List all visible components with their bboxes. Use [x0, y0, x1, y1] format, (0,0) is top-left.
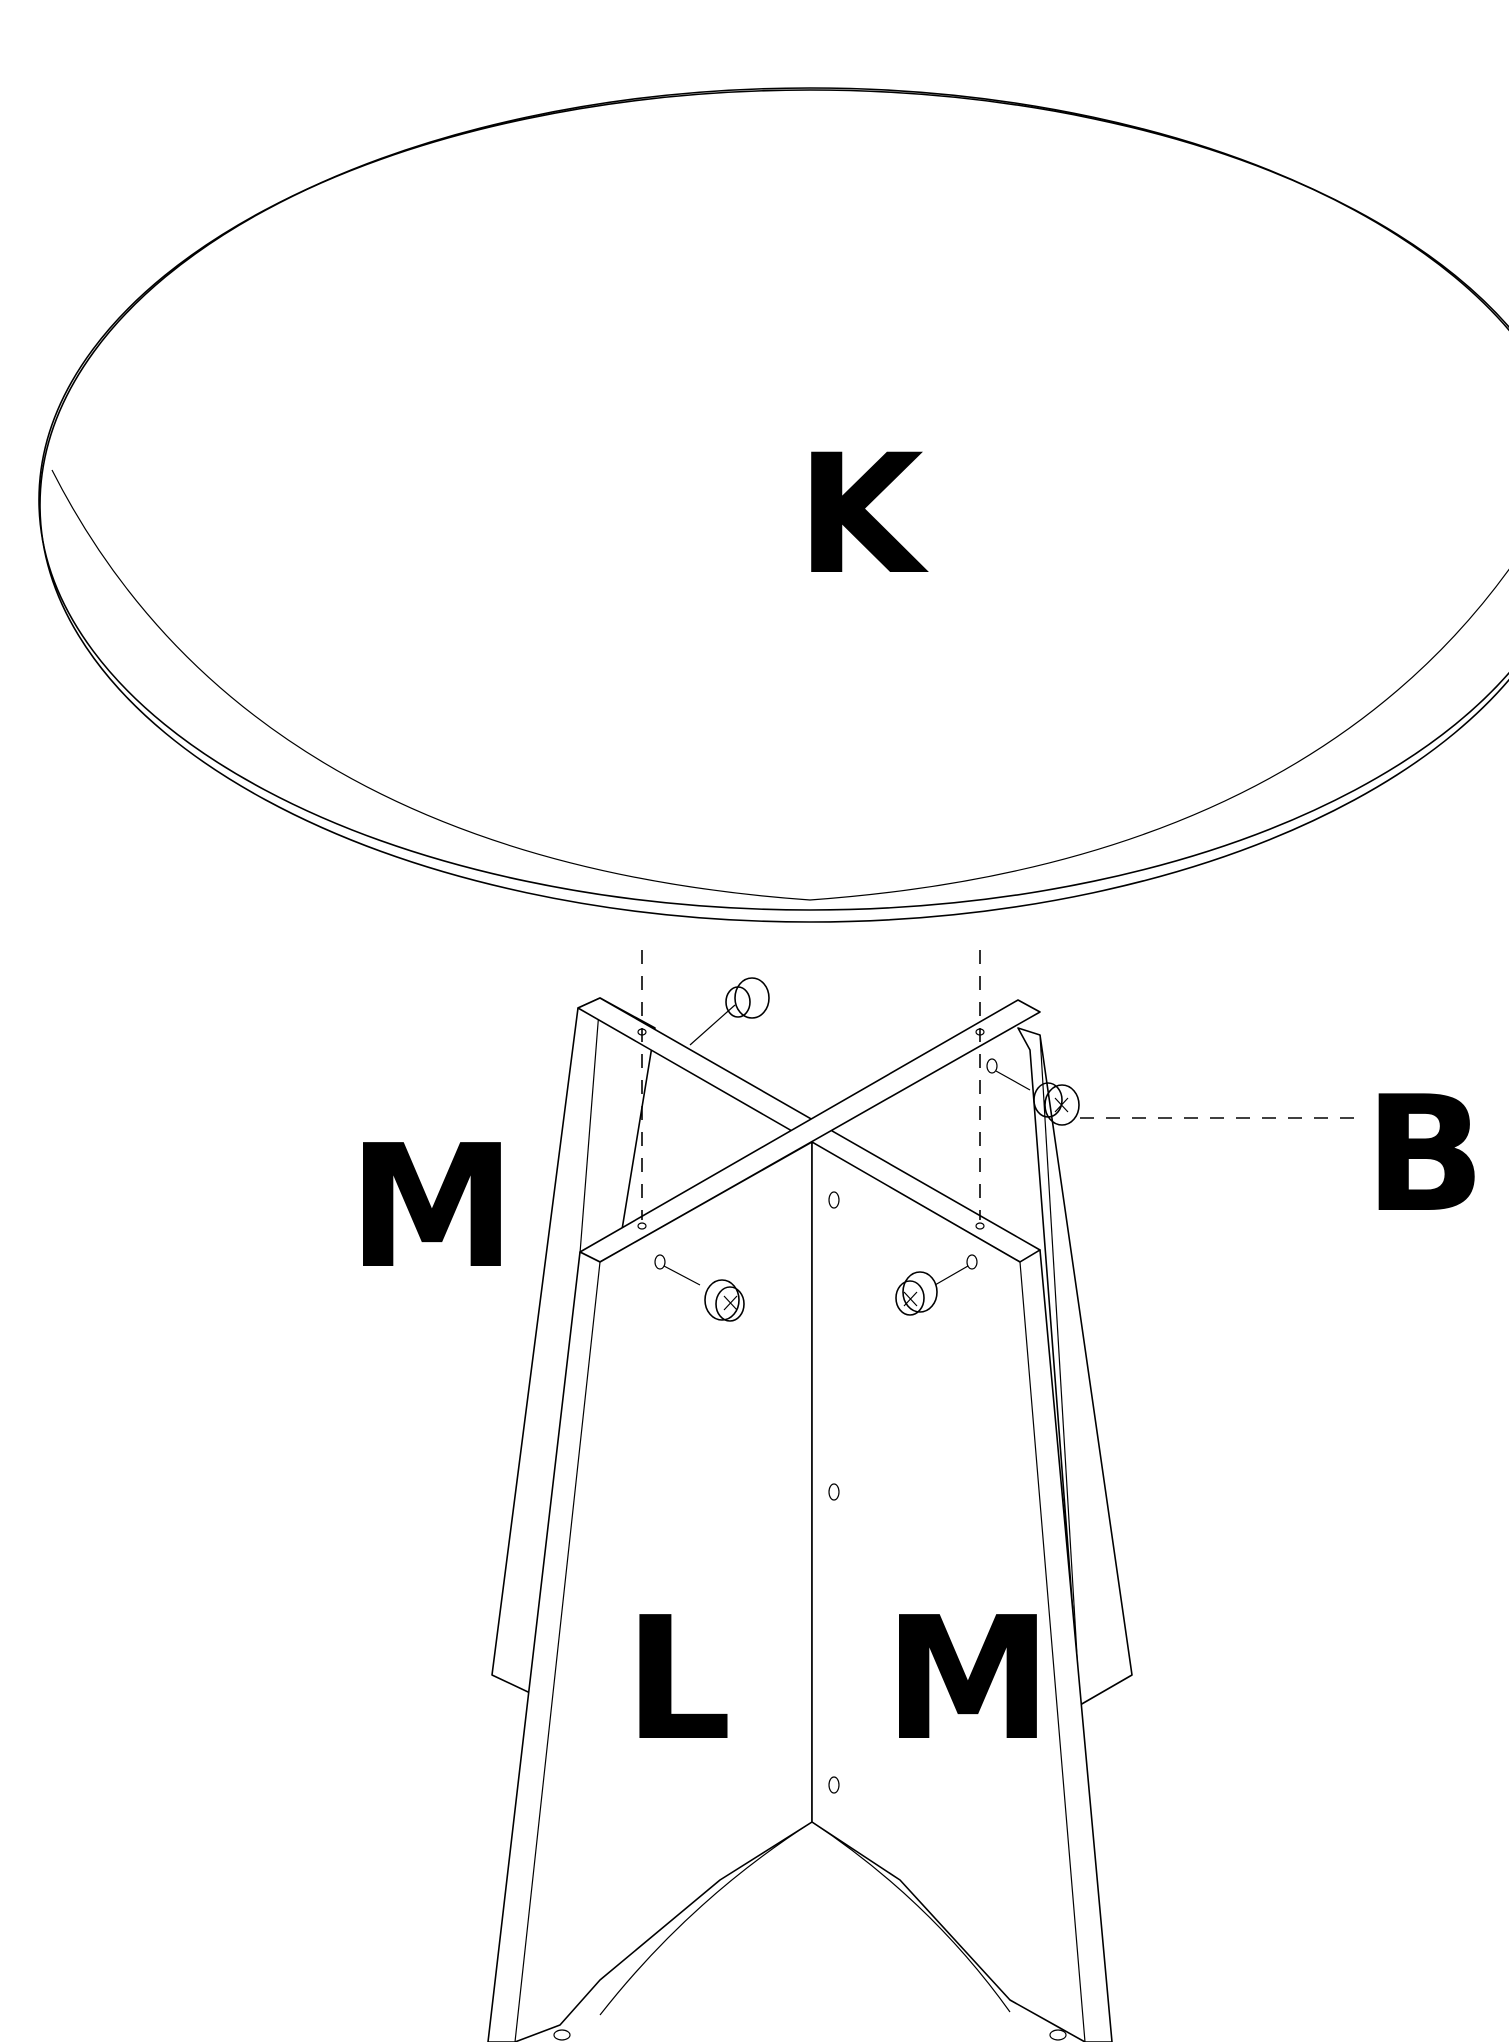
cam-fitting-top: [689, 977, 770, 1046]
cam-fitting-right: [986, 1058, 1080, 1126]
panel-m-front: [811, 1141, 1113, 2042]
panel-back-right: [1017, 1027, 1133, 1706]
panel-l-front: [487, 1141, 813, 2042]
label-m-left: M: [347, 1109, 516, 1307]
tabletop-k: [38, 87, 1509, 923]
label-m-front: M: [883, 1581, 1052, 1779]
label-l: L: [624, 1581, 732, 1779]
label-b: B: [1364, 1061, 1486, 1248]
guide-lines: [641, 950, 1365, 1220]
label-k: K: [796, 419, 929, 611]
cam-fitting-front-left: [654, 1254, 745, 1322]
cam-fitting-front-right: [895, 1254, 978, 1316]
